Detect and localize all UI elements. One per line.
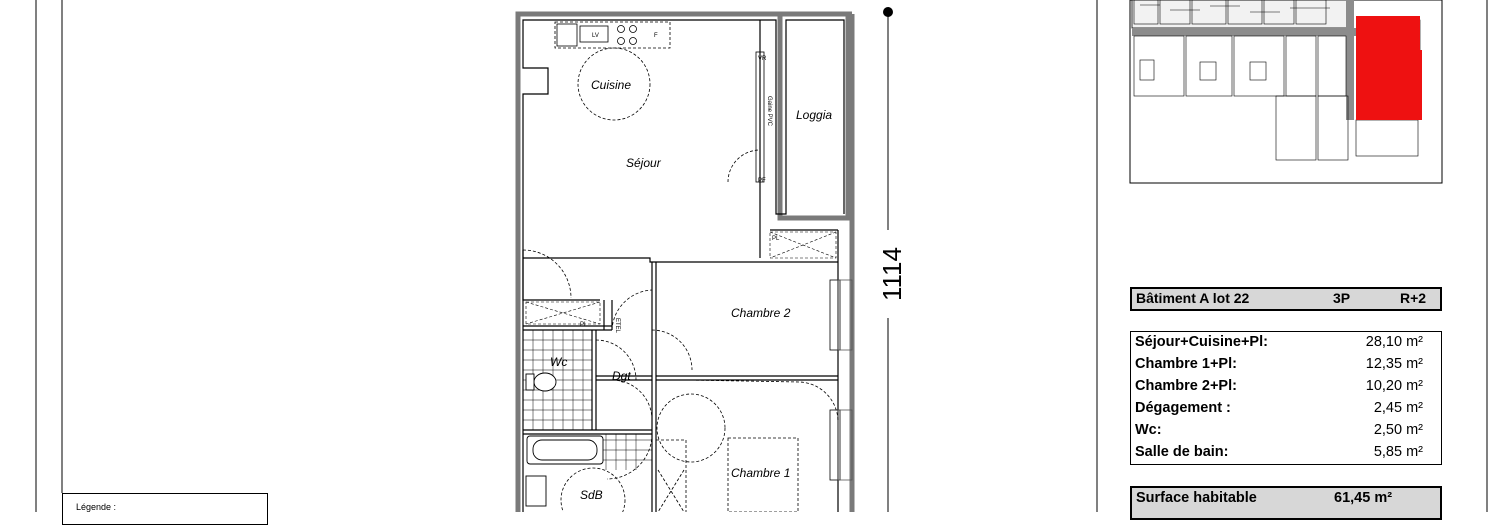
fixture-label-vr: VR bbox=[758, 56, 767, 62]
area-row: Salle de bain: 5,85 m² bbox=[1135, 444, 1431, 465]
area-value: 2,45 m² bbox=[1373, 400, 1423, 416]
room-label-dgt: Dgt bbox=[612, 369, 631, 383]
building-minimap bbox=[1129, 0, 1443, 184]
area-label: Séjour+Cuisine+Pl: bbox=[1135, 334, 1268, 350]
area-value: 12,35 m² bbox=[1365, 356, 1423, 372]
sanitary-fixtures bbox=[525, 372, 685, 512]
fixture-label-etel: ETEL bbox=[614, 318, 620, 334]
area-label: Dégagement : bbox=[1135, 400, 1231, 416]
surface-label: Surface habitable bbox=[1136, 490, 1257, 506]
windows bbox=[755, 51, 853, 481]
room-label-cuisine: Cuisine bbox=[591, 78, 631, 92]
cupboards bbox=[525, 231, 837, 325]
room-label-sejour: Séjour bbox=[626, 156, 662, 170]
area-table: Séjour+Cuisine+Pl: 28,10 m² Chambre 1+Pl… bbox=[1130, 331, 1442, 465]
area-label: Chambre 1+Pl: bbox=[1135, 356, 1237, 372]
area-label: Salle de bain: bbox=[1135, 444, 1229, 460]
lot-highlight bbox=[1356, 16, 1420, 120]
area-value: 28,10 m² bbox=[1365, 334, 1423, 350]
room-label-wc: Wc bbox=[550, 355, 567, 369]
fixture-label-lv: LV bbox=[592, 33, 599, 39]
wc-tiles bbox=[523, 330, 652, 470]
area-value: 2,50 m² bbox=[1373, 422, 1423, 438]
area-row: Chambre 2+Pl: 10,20 m² bbox=[1135, 378, 1431, 399]
area-row: Wc: 2,50 m² bbox=[1135, 422, 1431, 443]
room-label-loggia: Loggia bbox=[796, 108, 832, 122]
fixture-label-pl2: PL bbox=[580, 322, 588, 328]
room-label-chambre2: Chambre 2 bbox=[731, 306, 791, 320]
room-label-sdb: SdB bbox=[580, 488, 603, 502]
surface-value: 61,45 m² bbox=[1334, 490, 1393, 506]
dimension-line bbox=[883, 7, 893, 512]
room-label-chambre1: Chambre 1 bbox=[731, 466, 790, 480]
dimension-label: 1114 bbox=[877, 247, 907, 301]
fixture-label-gaine: Gaine PVC bbox=[766, 96, 772, 127]
area-label: Wc: bbox=[1135, 422, 1162, 438]
area-label: Chambre 2+Pl: bbox=[1135, 378, 1237, 394]
area-row: Dégagement : 2,45 m² bbox=[1135, 400, 1431, 421]
floor-plan: Cuisine Séjour Loggia Chambre 2 Chambre … bbox=[35, 0, 1488, 512]
lot-level: R+2 bbox=[1400, 290, 1427, 306]
fixture-label-pf: PF bbox=[758, 178, 766, 184]
door-swings bbox=[522, 47, 839, 512]
fixture-label-f: F bbox=[654, 33, 658, 39]
area-row: Séjour+Cuisine+Pl: 28,10 m² bbox=[1135, 334, 1431, 355]
lot-type: 3P bbox=[1333, 290, 1351, 306]
area-value: 5,85 m² bbox=[1373, 444, 1423, 460]
fixture-label-pl: PL bbox=[772, 236, 780, 242]
legend-box: Légende : bbox=[62, 493, 268, 525]
lot-title: Bâtiment A lot 22 bbox=[1136, 290, 1250, 306]
surface-habitable: Surface habitable 61,45 m² bbox=[1130, 486, 1442, 520]
area-value: 10,20 m² bbox=[1365, 378, 1423, 394]
legend-title: Légende : bbox=[76, 502, 117, 512]
area-row: Chambre 1+Pl: 12,35 m² bbox=[1135, 356, 1431, 377]
lot-header: Bâtiment A lot 22 3P R+2 bbox=[1130, 287, 1442, 311]
kitchen-counter bbox=[554, 21, 671, 49]
